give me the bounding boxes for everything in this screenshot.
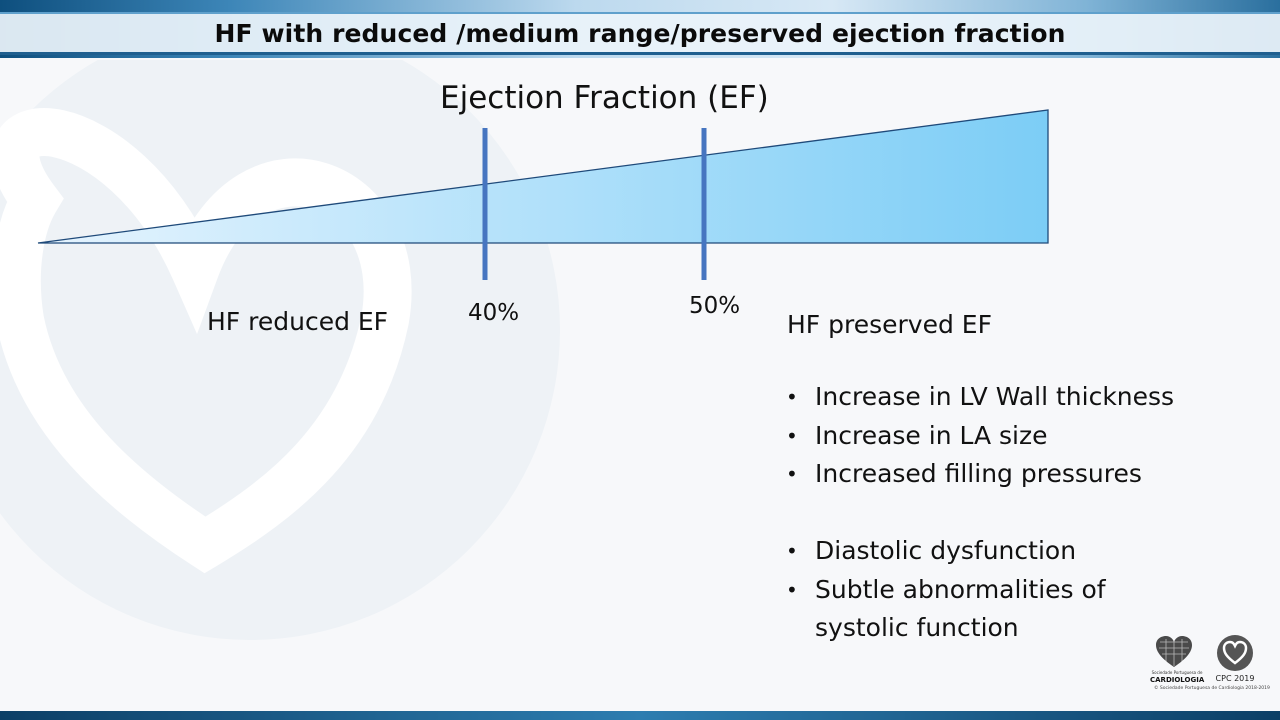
spc-heart-logo [1156, 636, 1192, 667]
cpc-heart-logo [1217, 635, 1253, 671]
list-item-text: Subtle abnormalities of [815, 574, 1106, 604]
bullet-icon: • [786, 385, 798, 409]
list-gap [786, 494, 1246, 533]
list-item-text: systolic function [815, 613, 1019, 642]
list-item: • Increase in LA size [786, 417, 1246, 456]
spc-society-text: Sociedade Portuguesa de [1151, 670, 1203, 675]
bullet-icon: • [786, 462, 798, 486]
list-item-text: Diastolic dysfunction [815, 536, 1077, 565]
marker-40-label: 40% [468, 300, 520, 326]
bullet-icon: • [786, 423, 798, 448]
label-hf-reduced: HF reduced EF [207, 307, 389, 336]
list-item: • Increased filling pressures [786, 455, 1246, 494]
list-item: • Diastolic dysfunction [786, 532, 1246, 571]
copyright-text: © Sociedade Portuguesa de Cardiologia 20… [1154, 686, 1270, 691]
bullet-icon: • [786, 539, 798, 563]
list-item: • Subtle abnormalities of [786, 571, 1246, 610]
slide-title: HF with reduced /medium range/preserved … [214, 18, 1066, 48]
list-item-text: Increased filling pressures [815, 459, 1142, 488]
ef-wedge [37, 109, 1049, 244]
list-item: systolic function [786, 609, 1246, 648]
title-bar: HF with reduced /medium range/preserved … [0, 12, 1280, 55]
bullet-icon: • [786, 577, 798, 602]
findings-list: • Increase in LV Wall thickness • Increa… [786, 378, 1246, 648]
spc-name: CARDIOLOGIA [1150, 676, 1205, 684]
list-item-text: Increase in LV Wall thickness [815, 382, 1175, 411]
diagram-title: Ejection Fraction (EF) [440, 80, 769, 116]
marker-50-label: 50% [689, 293, 741, 319]
list-item-text: Increase in LA size [815, 420, 1048, 450]
bottom-banner [0, 711, 1280, 720]
label-hf-preserved: HF preserved EF [787, 310, 992, 339]
footer-logos: Sociedade Portuguesa de CARDIOLOGIA CPC … [1150, 630, 1270, 700]
bullet-spacer [786, 609, 815, 648]
list-item: • Increase in LV Wall thickness [786, 378, 1246, 417]
cpc-label: CPC 2019 [1215, 674, 1255, 683]
